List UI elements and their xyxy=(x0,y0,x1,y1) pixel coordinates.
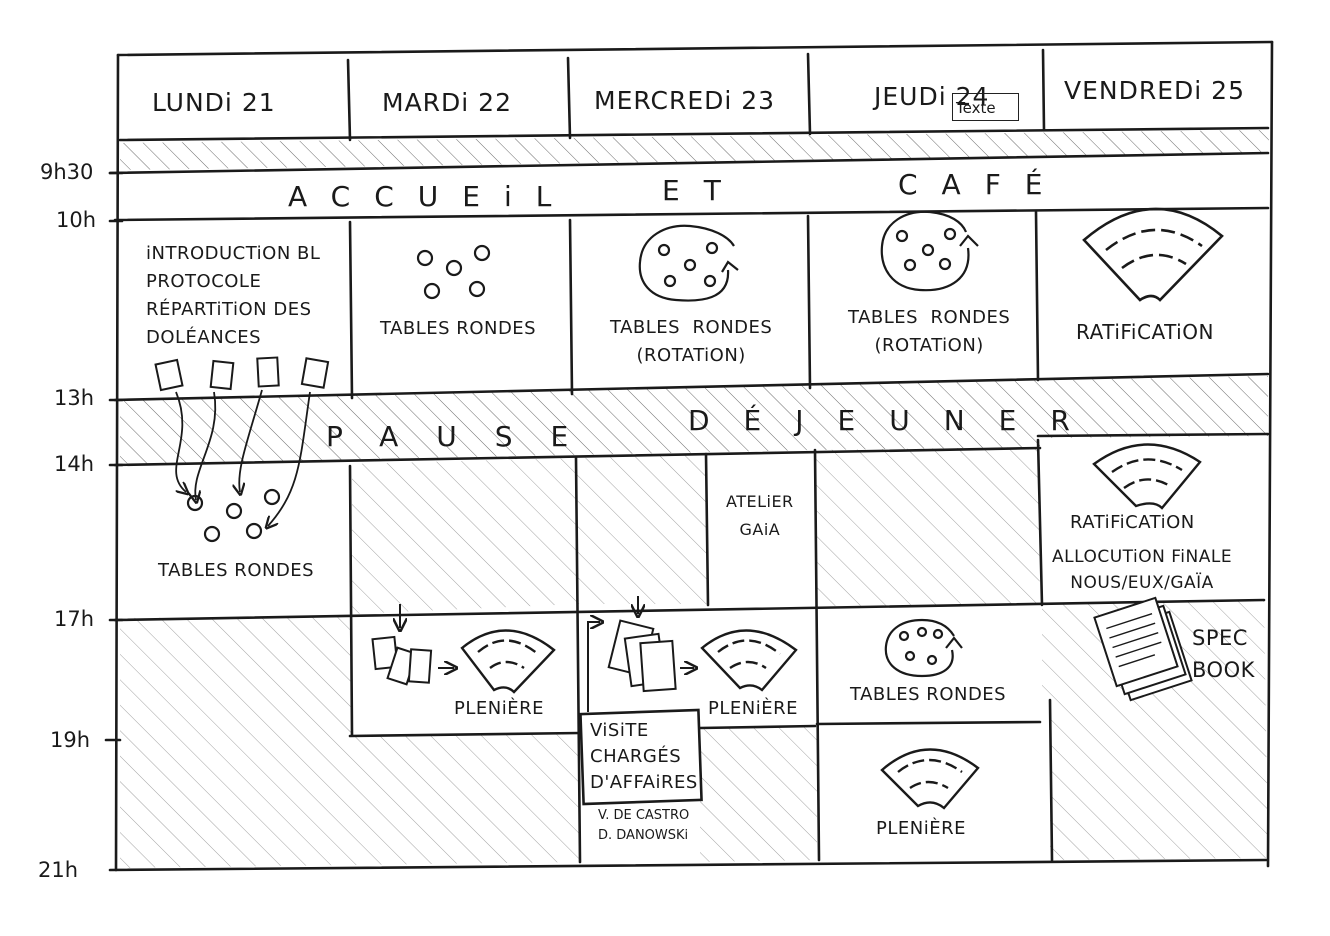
hatch-lunch xyxy=(120,376,1268,464)
visite-names: V. DE CASTRO D. DANOWSKi xyxy=(598,808,690,843)
round-tables-icon xyxy=(416,244,491,300)
card-stack-icon xyxy=(154,356,330,392)
time-label: 13h xyxy=(54,386,95,410)
hemicycle-icon xyxy=(700,629,798,692)
day-header-mercredi: MERCREDi 23 xyxy=(594,86,776,115)
visite-box xyxy=(579,708,703,806)
session-tables-rondes: TABLES RONDES xyxy=(158,560,315,581)
session-tables-rondes: TABLES RONDES xyxy=(380,318,537,339)
day-header-vendredi: VENDREDi 25 xyxy=(1064,76,1245,105)
top-border xyxy=(116,40,1274,57)
hemicycle-icon xyxy=(460,629,556,694)
hemicycle-icon xyxy=(1082,207,1224,302)
session-atelier-gaia: ATELiER GAiA xyxy=(726,492,794,539)
grid-lines xyxy=(104,40,1274,872)
rotation-icon xyxy=(638,224,739,302)
day-header-jeudi: JEUDi 24 xyxy=(874,82,990,111)
hemicycle-icon xyxy=(880,748,980,810)
hatch-wednesday-afternoon xyxy=(576,455,707,604)
hatch-wednesday-evening xyxy=(700,726,817,862)
hatched-areas xyxy=(120,130,1270,868)
banner-et: ET xyxy=(662,174,745,207)
session-pleniere: PLENiÈRE xyxy=(454,698,544,719)
hatch-friday-evening xyxy=(1042,600,1268,860)
day-header-mardi: MARDi 22 xyxy=(382,88,512,117)
session-tables-rondes-rotation: TABLES RONDES (ROTATiON) xyxy=(848,307,1011,356)
time-label: 19h xyxy=(50,728,91,752)
banner-pause: PAUSE xyxy=(326,420,607,453)
cards-to-plenary-icon xyxy=(371,604,454,686)
banner-accueil: ACCUEiL xyxy=(288,180,576,213)
session-introduction: iNTRODUCTiON BL PROTOCOLE RÉPARTiTiON DE… xyxy=(146,243,321,348)
session-spec-book: SPEC BOOK xyxy=(1192,626,1255,682)
time-label: 10h xyxy=(56,208,97,232)
time-label: 9h30 xyxy=(40,160,94,184)
bottom-border xyxy=(108,858,1268,872)
round-tables-icon xyxy=(186,488,281,543)
session-allocution-finale: ALLOCUTiON FiNALE NOUS/EUX/GAÏA xyxy=(1052,547,1233,593)
session-ratification: RATiFiCATiON xyxy=(1070,512,1195,533)
spec-book-icon xyxy=(1093,596,1193,702)
rotation-icon xyxy=(880,210,979,292)
text-overlay-box[interactable]: Texte xyxy=(952,93,1019,121)
banner-cafe: CAFÉ xyxy=(898,168,1067,201)
time-label: 17h xyxy=(54,607,95,631)
hatch-thursday-afternoon xyxy=(815,447,1040,606)
distribution-arrows-icon xyxy=(175,389,311,526)
session-pleniere: PLENiÈRE xyxy=(876,818,966,839)
session-tables-rondes: TABLES RONDES xyxy=(850,684,1007,705)
day-header-lundi: LUNDi 21 xyxy=(152,88,276,117)
hemicycle-icon xyxy=(1092,443,1202,510)
visit-arrow-icon xyxy=(587,622,600,712)
time-label: 14h xyxy=(54,452,95,476)
right-border xyxy=(1266,40,1274,868)
banner-dejeuner: DÉJEUNER xyxy=(688,404,1104,437)
session-ratification: RATiFiCATiON xyxy=(1076,320,1214,344)
session-tables-rondes-rotation: TABLES RONDES (ROTATiON) xyxy=(610,317,773,366)
hatch-tuesday-afternoon xyxy=(352,458,578,614)
session-pleniere: PLENiÈRE xyxy=(708,698,798,719)
hatch-monday-evening xyxy=(120,616,580,868)
time-label: 21h xyxy=(38,858,79,882)
hatch-header-band xyxy=(120,130,1270,170)
rotation-icon xyxy=(884,618,963,678)
left-border xyxy=(114,53,120,872)
checklist-cards-icon xyxy=(607,596,694,693)
session-visite: ViSiTE CHARGÉS D'AFFAiRES xyxy=(590,720,698,793)
